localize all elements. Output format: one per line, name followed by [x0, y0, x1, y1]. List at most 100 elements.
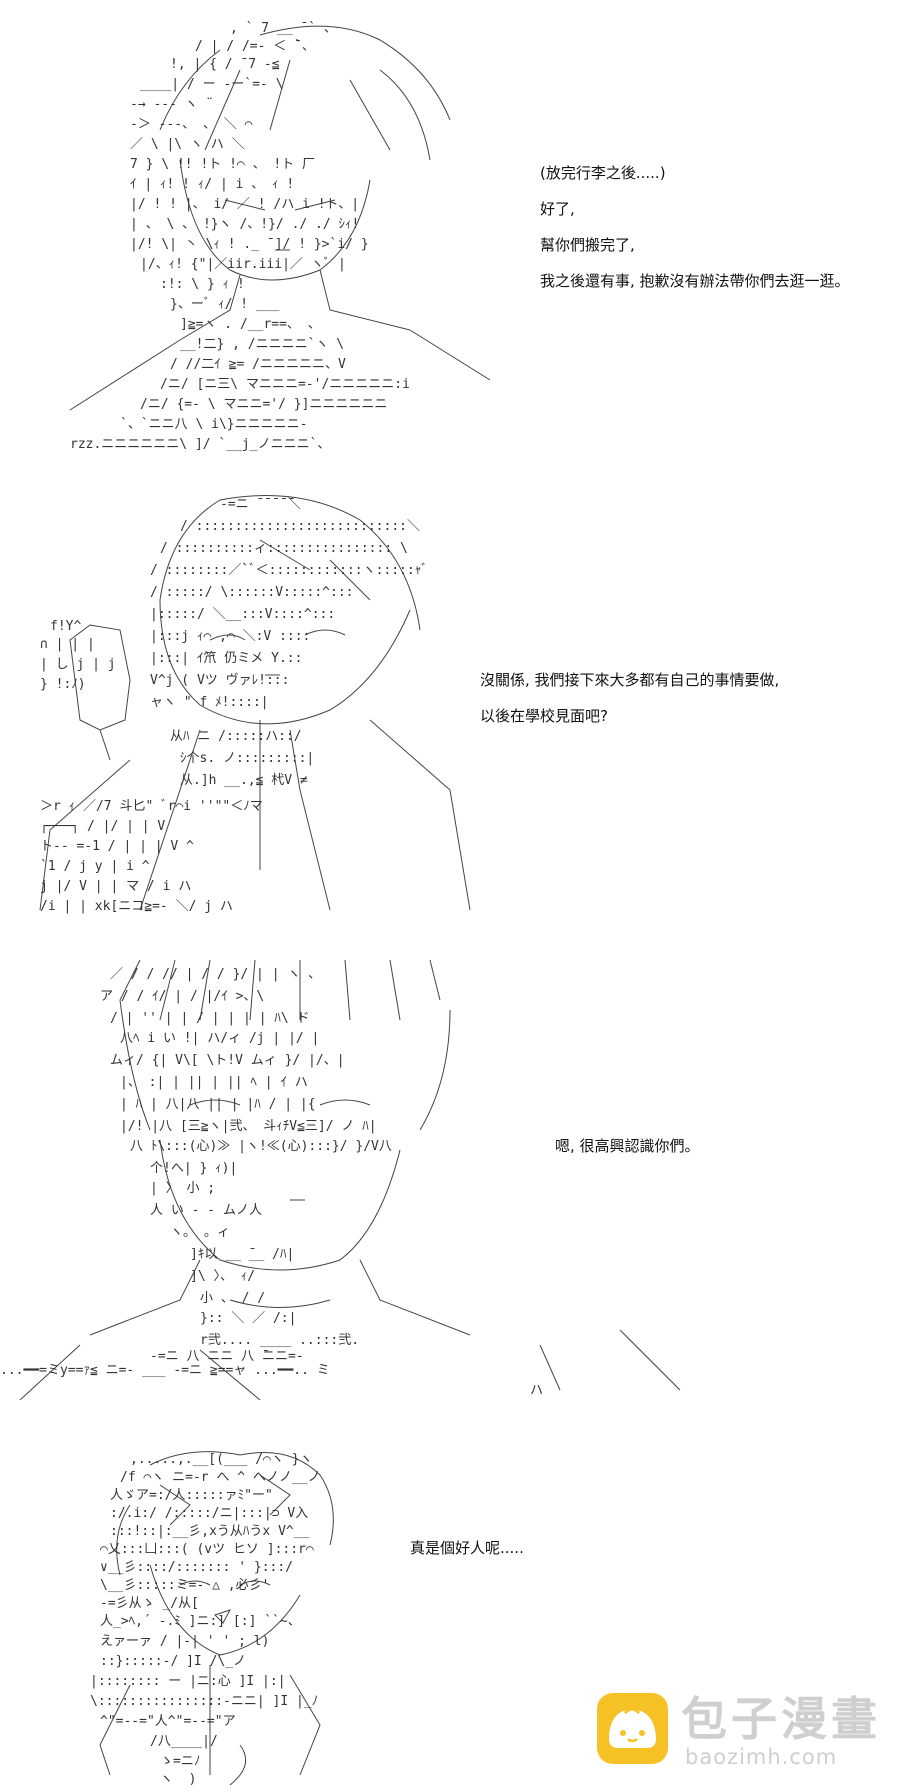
- svg-text:个!へ| } ｨ)|: 个!へ| } ｨ)|: [150, 1161, 237, 1176]
- dialogue-line: 幫你們搬完了,: [540, 236, 635, 254]
- svg-text:ヽ。 。ィ: ヽ。 。ィ: [170, 1225, 230, 1240]
- svg-text:/ :::::::::::::::::::::::::::＼: / :::::::::::::::::::::::::::＼: [180, 519, 420, 534]
- ascii-art-figure-2: -=ニ ̄ ̄ ̄ ̄ ̄＼ / :::::::::::::::::::::::…: [30, 490, 500, 930]
- watermark-url: baozimh.com: [685, 1745, 838, 1769]
- panel-1: , ` 7 __ ̄ ` 、 / | / /=- ＜ ̄`、 !, | { / …: [0, 0, 910, 470]
- svg-text:!, | { / ̄ 7 -≦: !, | { / ̄ 7 -≦: [170, 57, 280, 72]
- svg-text:,.....,.__[(___ /⌒ヽ }ヽ: ,.....,.__[(___ /⌒ヽ }ヽ: [130, 1452, 313, 1467]
- dialogue-line: 以後在學校見面吧?: [480, 707, 608, 725]
- svg-text:|:::::/ ＼__:::V::::^:: |:::::/ ＼__:::V::::^:::: [150, 607, 335, 622]
- dialogue-line: (放完行李之後.....): [540, 164, 666, 182]
- svg-text:人 い - - ムノ人: 人 い - - ムノ人: [150, 1203, 262, 1218]
- svg-text:::}:::::-/ ]I /\_ノ: ::}:::::-/ ]I /\_ノ: [100, 1654, 246, 1669]
- ascii-art-figure-4: ,.....,.__[(___ /⌒ヽ }ヽ /f ⌒ヽ ニ=-r へ ^ へノ…: [90, 1445, 360, 1785]
- svg-text:-=ニ 八 ニニ 八 ̄ニニ=-: -=ニ 八 ニニ 八 ̄ニニ=-: [150, 1349, 304, 1364]
- svg-text:/ニ/ [ニ三\ マニニニ=-'/ニニニニニ:i: /ニ/ [ニ三\ マニニニ=-'/ニニニニニ:i: [160, 377, 410, 392]
- svg-text:`1 / j y |: `1 / j y | i ^: [40, 859, 150, 874]
- svg-text:]\ 〉、 ｨ/: ]\ 〉、 ｨ/: [190, 1269, 255, 1284]
- svg-text:人ゞア=:/人:::::ァﾐ"ー": 人ゞア=:/人:::::ァﾐ"ー": [110, 1488, 273, 1503]
- svg-text:ハ: ハ: [530, 1383, 543, 1398]
- bun-logo-icon: [595, 1691, 670, 1766]
- svg-text:-＞ ---、 、 ＼ ⌒: -＞ ---、 、 ＼ ⌒: [130, 117, 253, 132]
- svg-text:|:::j ｨ⌒ ,⌒ ＼:V :::: |:::j ｨ⌒ ,⌒ ＼:V ::::: [150, 629, 310, 644]
- svg-text:/ | / /=- ＜ ̄`、: / | / /=- ＜ ̄`、: [195, 39, 315, 54]
- svg-text:／ / / // | / / }/ |: ／ / / // | / / }/ | | ヽ 、: [110, 967, 321, 982]
- svg-text:⌒乂:::凵:::( (vツ ヒソ ]:::r⌒: ⌒乂:::凵:::( (vツ ヒソ ]:::r⌒: [100, 1542, 314, 1557]
- svg-text:＞r ｨ ／/7 斗匕" ﾞr⌒i ''": ＞r ｨ ／/7 斗匕" ﾞr⌒i ''""＜ﾉマ: [40, 799, 263, 814]
- dialogue-box-2: 沒關係, 我們接下來大多都有自己的事情要做, 以後在學校見面吧?: [480, 662, 779, 734]
- svg-text:| 〉 小: | 〉 小 ;: [150, 1181, 215, 1196]
- svg-text:/ //二ｲ ≧= /ニニニニニ、V: / //二ｲ ≧= /ニニニニニ、V: [170, 357, 346, 372]
- svg-text:} !:ﾉ): } !:ﾉ): [40, 677, 86, 692]
- svg-text:rzz.ニニニニニニ\ ]/ `__j_ノニニニ`: rzz.ニニニニニニ\ ]/ `__j_ノニニニ`、: [70, 437, 330, 452]
- svg-text:-=彡从ゝ _/从[: -=彡从ゝ _/从[: [100, 1596, 199, 1611]
- dialogue-line: 真是個好人呢.....: [410, 1539, 524, 1557]
- watermark: 包子漫畫 baozimh.com: [595, 1683, 895, 1783]
- svg-text:|/! \| 丶 \ｨ ! ._ ̄ ]/ ! }>`i/: |/! \| 丶 \ｨ ! ._ ̄ ]/ ! }>`i/ }: [130, 237, 369, 252]
- svg-text:ｼ个s. ノ:::::::::|: ｼ个s. ノ:::::::::|: [180, 751, 314, 766]
- svg-text:八 ﾄ\:::(心)≫ |ヽ!≪(心):::}/ }/V八: 八 ﾄ\:::(心)≫ |ヽ!≪(心):::}/ }/V八: [130, 1139, 392, 1154]
- svg-text:7 } \ !! !ト !⌒ 、: 7 } \ !! !ト !⌒ 、 !ト 厂: [130, 157, 315, 172]
- ascii-art-figure-1: , ` 7 __ ̄ ` 、 / | / /=- ＜ ̄`、 !, | { / …: [30, 10, 550, 465]
- panel-2: -=ニ ̄ ̄ ̄ ̄ ̄＼ / :::::::::::::::::::::::…: [0, 475, 910, 940]
- watermark-title: 包子漫畫: [681, 1692, 881, 1746]
- svg-text::/.i:/ /:::::/ニ|:::|⊃ V入: :/.i:/ /:::::/ニ|:::|⊃ V入: [110, 1506, 308, 1521]
- svg-text:...━━=ミy==ｧ≦ ニ=- __: ...━━=ミy==ｧ≦ ニ=- ___ -=ニ ≧==ャ ...━━.. ミ: [0, 1363, 330, 1378]
- svg-text:ト-- =-1 / | | |: ト-- =-1 / | | | V ^: [40, 839, 194, 854]
- dialogue-box-3: 嗯, 很高興認識你們。: [555, 1128, 700, 1164]
- dialogue-line: 我之後還有事, 抱歉沒有辦法帶你們去逛一逛。: [540, 272, 850, 290]
- svg-text::!: \ } ｨ !: :!: \ } ｨ !: [160, 277, 245, 292]
- svg-text:ヽ__): ヽ__): [160, 1772, 196, 1785]
- svg-text:__!二} , /ニニニニ`ヽ: __!二} , /ニニニニ`ヽ \: [180, 337, 344, 352]
- svg-text:\__彡:::::ミ=- △ ,必彡': \__彡:::::ミ=- △ ,必彡': [100, 1578, 269, 1593]
- svg-text:八ﾍ i い !| ハ/ィ /j | |/ |: 八ﾍ i い !| ハ/ィ /j | |/ |: [120, 1031, 319, 1046]
- svg-text:]≧=ヽ . /__r==: ]≧=ヽ . /__r==、 、: [180, 317, 321, 332]
- svg-text:|/ ! ! |、 i/ ／ ! /ハ: |/ ! ! |、 i/ ／ ! /ハ i !ト、|: [130, 197, 359, 212]
- svg-text:从.]h __.,≦ 杙V ≠: 从.]h __.,≦ 杙V ≠: [180, 773, 308, 788]
- panel-3: ／ / / // | / / }/ | | ヽ 、 ア / / ｲ/ | / |…: [0, 955, 910, 1415]
- svg-text:`、`ニニ八 \ i\}ニニニニニ-: `、`ニニ八 \ i\}ニニニニニ-: [120, 417, 307, 432]
- svg-text:| 、 \ 、 !}ヽ /、!}/ ./ ./ ｼ: | 、 \ 、 !}ヽ /、!}/ ./ ./ ｼｨ!: [130, 217, 359, 232]
- svg-text:┌───┐ / |/ | |: ┌───┐ / |/ | | V: [40, 819, 165, 834]
- svg-text:/ ::::::::::ィ::::::::::::::::: / ::::::::::ィ:::::::::::::::: \: [160, 541, 408, 556]
- ascii-art-figure-3: ／ / / // | / / }/ | | ヽ 、 ア / / ｲ/ | / |…: [0, 960, 690, 1400]
- svg-text:|:::| ｲ笊 仍ミメ Y.::: |:::| ｲ笊 仍ミメ Y.::: [150, 650, 302, 666]
- svg-text:, ` 7 __ ̄ ` 、: , ` 7 __ ̄ ` 、: [230, 21, 337, 36]
- dialogue-box-4: 真是個好人呢.....: [410, 1530, 524, 1566]
- svg-text:j |/ V | |: j |/ V | | マ / i ハ: [40, 879, 191, 894]
- svg-text:|/! |八 [三≧ヽ|弐、 斗ｨﾁV≦三]/ ノ ﾊ|: |/! |八 [三≧ヽ|弐、 斗ｨﾁV≦三]/ ノ ﾊ|: [120, 1119, 377, 1134]
- svg-text:r弐.... ____ ..:: r弐.... ____ ..:::弐.: [200, 1333, 359, 1348]
- svg-text:/f ⌒ヽ ニ=-r へ ^ へノノ__ノ: /f ⌒ヽ ニ=-r へ ^ へノノ__ノ: [120, 1470, 321, 1485]
- svg-text:V^j ( Vツ ヴァﾚ!:::: V^j ( Vツ ヴァﾚ!:::: [150, 672, 289, 688]
- svg-text:∨__彡::::/::::::: ' }:::/: ∨__彡::::/::::::: ' }:::/: [100, 1560, 293, 1575]
- svg-text:^"=--="人^"=--="ア: ^"=--="人^"=--="ア: [100, 1714, 236, 1729]
- svg-text:\::::::::::::::::-ニニ| ]I: \::::::::::::::::-ニニ| ]I |_ﾉ: [90, 1694, 318, 1709]
- dialogue-line: 沒關係, 我們接下來大多都有自己的事情要做,: [480, 671, 780, 689]
- panel-4: ,.....,.__[(___ /⌒ヽ }ヽ /f ⌒ヽ ニ=-r へ ^ へノ…: [0, 1440, 910, 1792]
- dialogue-box-1: (放完行李之後.....) 好了, 幫你們搬完了, 我之後還有事, 抱歉沒有辦法…: [540, 155, 850, 299]
- svg-text:|:::::::: ー |ニ:心 ]I |:|: |:::::::: ー |ニ:心 ]I |:|: [90, 1674, 286, 1689]
- svg-text:____| / ー -ー`=- \: ____| / ー -ー`=- \: [140, 77, 283, 92]
- svg-text:/ :::::/ \::::::V::::: / :::::/ \::::::V:::::^:::: [150, 585, 354, 600]
- svg-text:∩ | | |: ∩ | | |: [40, 637, 95, 652]
- svg-text:-→ --- ヽ ¨: -→ --- ヽ ¨: [130, 97, 213, 112]
- svg-text:]ｷ以 __ ̄__ /ﾊ|: ]ｷ以 __ ̄__ /ﾊ|: [190, 1247, 294, 1262]
- svg-text:ムィ/ {| V\[ \ト!V ムィ }/ |/: ムィ/ {| V\[ \ト!V ムィ }/ |/、|: [110, 1053, 345, 1068]
- svg-text:ア / / ｲ/ | / |: ア / / ｲ/ | / |/ｲ >、\: [100, 989, 264, 1004]
- svg-text:/ | '' | | / | | | |: / | '' | | / | | | | ﾊ\ ド: [110, 1011, 310, 1026]
- svg-text:ｲ | ｨ! ! ｨ/ | i 、: ｲ | ｨ! ! ｨ/ | i 、 ｨ !: [130, 177, 294, 192]
- svg-text:えァーァ / |-| ' ' ; l): えァーァ / |-| ' ' ; l): [100, 1634, 269, 1649]
- svg-text:/ ::::::::／`ﾞ＜::::::::::::ヽ:::: / ::::::::／`ﾞ＜::::::::::::ヽ:::::ｬﾞ: [150, 562, 428, 578]
- svg-text:}:: ＼ ／ /:|: }:: ＼ ／ /:|: [200, 1311, 296, 1326]
- svg-text::::!::|:__彡,xう从ﾊうx V^__: :::!::|:__彡,xう从ﾊうx V^__: [110, 1524, 310, 1539]
- svg-text:／ \ |\ ヽ ハ ＼: ／ \ |\ ヽ ハ ＼: [130, 137, 245, 152]
- svg-text:f!Y^: f!Y^: [50, 619, 81, 634]
- svg-text:ゝ=ニﾉ: ゝ=ニﾉ: [160, 1754, 200, 1769]
- svg-text:-=ニ ̄ ̄ ̄ ̄ ̄＼: -=ニ ̄ ̄ ̄ ̄ ̄＼: [220, 497, 301, 512]
- svg-text:从ﾊ ニ /:::::ハ::/: 从ﾊ ニ /:::::ハ::/: [170, 729, 302, 744]
- svg-text:ャヽ " f ﾒ!::::|: ャヽ " f ﾒ!::::|: [150, 695, 269, 710]
- svg-text:人_>ﾍ,´ -.ﾐ ]ニ:] [:] ``~、: 人_>ﾍ,´ -.ﾐ ]ニ:] [:] ``~、: [100, 1614, 301, 1629]
- svg-text:/八____|/: /八____|/: [150, 1734, 218, 1749]
- dialogue-line: 好了,: [540, 200, 575, 218]
- svg-text:|/、ｨ! {"|／iir.iii|／ ヽﾞ |: |/、ｨ! {"|／iir.iii|／ ヽﾞ |: [140, 257, 346, 272]
